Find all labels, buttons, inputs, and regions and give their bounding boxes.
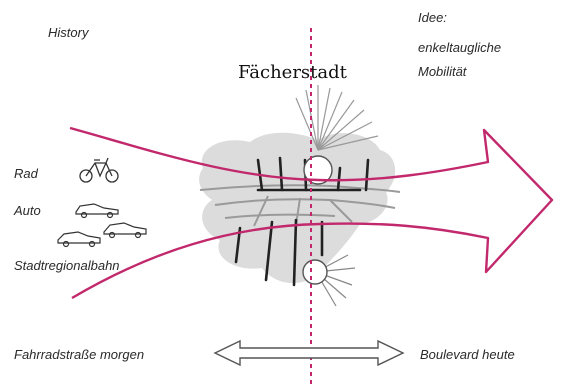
history-label: History [48, 25, 90, 40]
idea-label-line2: enkeltaugliche [418, 40, 501, 55]
car-icon [58, 232, 100, 247]
right-bottom-label: Boulevard heute [420, 347, 515, 362]
city-title: Fächerstadt [238, 62, 348, 83]
city-blob [199, 133, 395, 283]
left-bottom-label: Fahrradstraße morgen [14, 347, 144, 362]
city-area [199, 133, 395, 283]
car-icon [76, 204, 118, 218]
auto-label: Auto [13, 203, 41, 218]
hub-circle-bottom [303, 260, 327, 284]
tram-label: Stadtregionalbahn [14, 258, 120, 273]
car-icon [104, 223, 146, 238]
idea-label-line3: Mobilität [418, 64, 468, 79]
double-arrow-icon [215, 341, 403, 365]
idea-label-line1: Idee: [418, 10, 447, 25]
bicycle-icon [80, 158, 118, 182]
rad-label: Rad [14, 166, 39, 181]
